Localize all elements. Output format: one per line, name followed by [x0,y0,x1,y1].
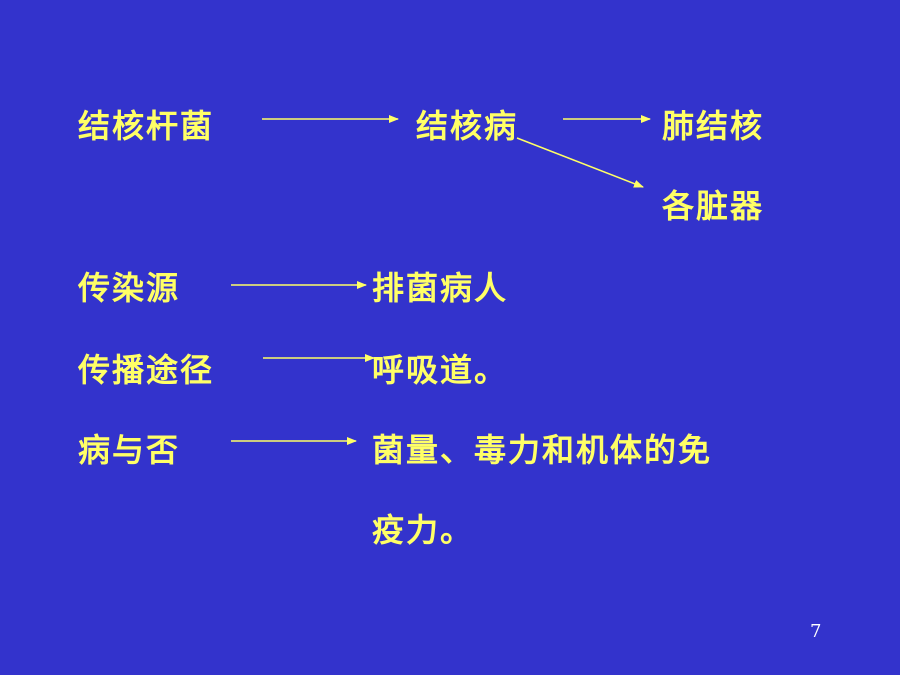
row1-source: 结核杆菌 [78,107,215,145]
row1-middle: 结核病 [416,107,519,145]
row3-value: 呼吸道。 [372,351,509,389]
page-number: 7 [810,621,822,642]
row2-value: 排菌病人 [372,269,509,307]
row1-branch: 各脏器 [662,187,765,225]
row3-label: 传播途径 [78,351,215,389]
row4-value-continuation: 疫力。 [372,511,475,549]
arrow-3 [516,137,644,188]
row2-label: 传染源 [78,269,181,307]
row4-label: 病与否 [78,431,181,469]
row4-value: 菌量、毒力和机体的免 [372,431,713,469]
row1-target: 肺结核 [662,107,765,145]
